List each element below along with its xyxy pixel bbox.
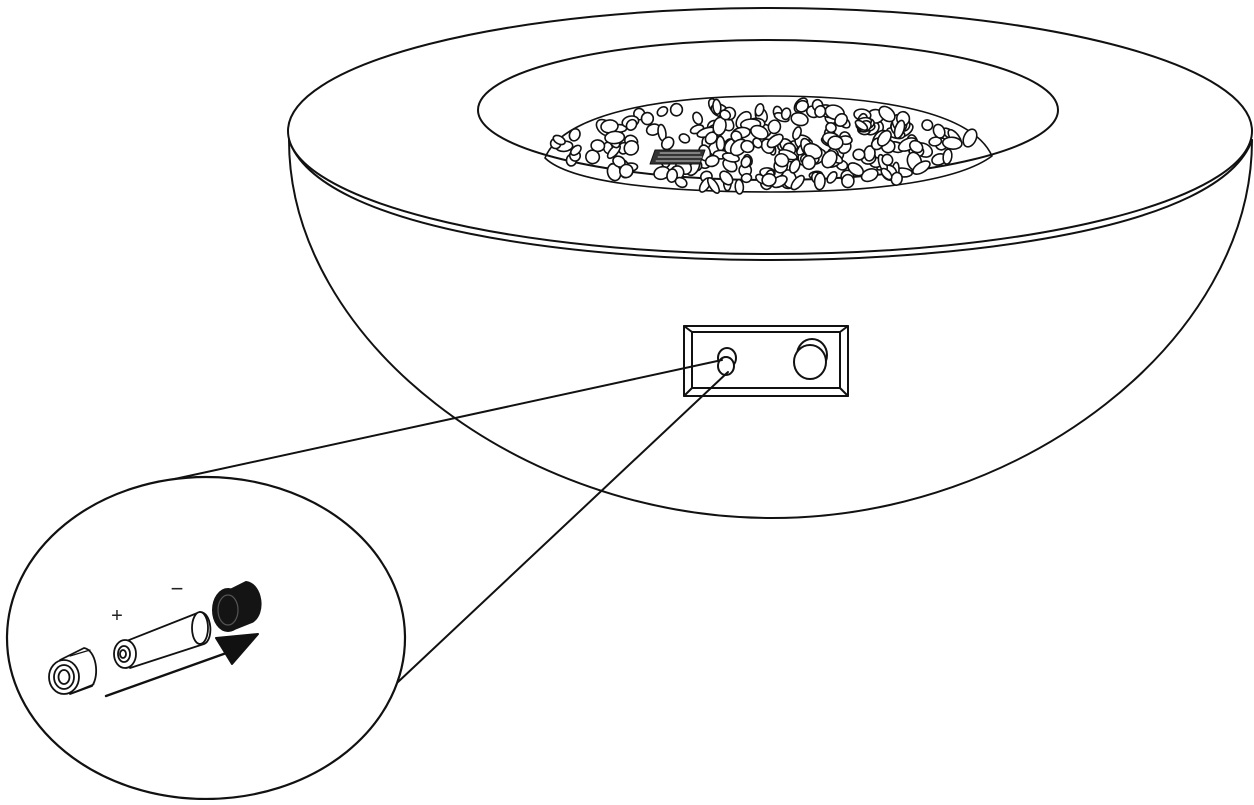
lava-rock bbox=[801, 154, 817, 171]
lava-rock bbox=[623, 140, 640, 156]
lava-rock bbox=[625, 118, 638, 131]
lava-rock bbox=[761, 172, 777, 187]
lava-rock bbox=[767, 119, 782, 135]
lava-rock bbox=[827, 135, 844, 151]
lava-rock bbox=[719, 170, 734, 186]
lava-rock bbox=[740, 139, 755, 154]
lava-rock bbox=[704, 154, 720, 168]
negative-polarity-label: − bbox=[171, 576, 184, 601]
lava-rock bbox=[780, 107, 792, 121]
lava-rock bbox=[834, 113, 849, 127]
lava-rock bbox=[590, 139, 606, 153]
bowl-rim-front bbox=[288, 139, 1253, 261]
lava-rock bbox=[678, 133, 691, 144]
lava-rock bbox=[604, 130, 626, 145]
battery-icon bbox=[113, 611, 212, 669]
burner-grate-icon bbox=[649, 149, 706, 165]
lava-rock bbox=[618, 163, 634, 179]
lava-rock bbox=[669, 102, 684, 117]
lava-rock bbox=[788, 158, 801, 174]
control-panel-icon bbox=[683, 325, 849, 397]
lava-rock bbox=[941, 136, 963, 150]
lava-rock bbox=[847, 162, 864, 177]
lava-rock bbox=[908, 139, 924, 154]
lava-rock bbox=[854, 119, 869, 131]
lava-rock bbox=[962, 128, 978, 148]
lava-rock bbox=[826, 171, 838, 184]
lava-rock bbox=[795, 99, 810, 113]
lava-rock bbox=[692, 111, 704, 126]
battery-cap-icon bbox=[212, 581, 262, 632]
lava-rock bbox=[921, 119, 934, 132]
lava-rock bbox=[754, 103, 765, 117]
bowl-body bbox=[288, 139, 1253, 519]
callout-line-upper bbox=[169, 359, 723, 481]
lava-rock bbox=[792, 126, 802, 141]
lava-rock bbox=[656, 106, 669, 117]
lava-rock bbox=[821, 149, 838, 169]
lava-rock bbox=[790, 174, 805, 191]
lava-rock bbox=[852, 148, 866, 161]
lava-rock bbox=[568, 127, 581, 142]
callout-line-lower bbox=[397, 371, 729, 683]
lava-rock bbox=[790, 112, 809, 127]
lava-rock bbox=[706, 177, 721, 194]
lava-rock bbox=[881, 153, 894, 166]
lava-rock bbox=[893, 119, 906, 139]
lava-rock bbox=[928, 136, 943, 147]
lava-rock bbox=[666, 168, 679, 183]
lava-rock bbox=[640, 111, 655, 126]
lava-rock bbox=[552, 134, 566, 146]
lava-rock bbox=[740, 155, 752, 169]
lava-rock bbox=[932, 123, 946, 139]
fire-pit-bowl-icon bbox=[287, 7, 1253, 519]
lava-rock bbox=[740, 172, 753, 184]
insert-arrow-icon bbox=[104, 633, 259, 698]
rock-bed-outline bbox=[544, 95, 993, 193]
lava-rock bbox=[814, 105, 827, 118]
lava-rock bbox=[766, 133, 784, 149]
lava-rock bbox=[876, 129, 892, 147]
lava-rock bbox=[774, 152, 790, 168]
lava-rock bbox=[841, 173, 855, 189]
lava-rock bbox=[880, 167, 893, 181]
lava-rock bbox=[734, 178, 745, 195]
lava-rock bbox=[813, 172, 826, 191]
lava-rock bbox=[712, 98, 722, 115]
lava-rocks-icon bbox=[544, 95, 993, 195]
ignition-cap-icon bbox=[48, 647, 98, 695]
lava-rock bbox=[569, 144, 582, 157]
lava-rock bbox=[878, 105, 896, 123]
ignition-button-icon[interactable] bbox=[717, 347, 737, 376]
positive-polarity-label: + bbox=[111, 605, 123, 627]
lava-rock bbox=[750, 124, 769, 140]
lava-rock bbox=[660, 136, 675, 151]
control-knob-icon[interactable] bbox=[793, 338, 828, 380]
lava-rock bbox=[825, 122, 837, 134]
lava-rock bbox=[674, 176, 688, 189]
lava-rock bbox=[912, 160, 931, 175]
lava-rock bbox=[860, 168, 879, 183]
